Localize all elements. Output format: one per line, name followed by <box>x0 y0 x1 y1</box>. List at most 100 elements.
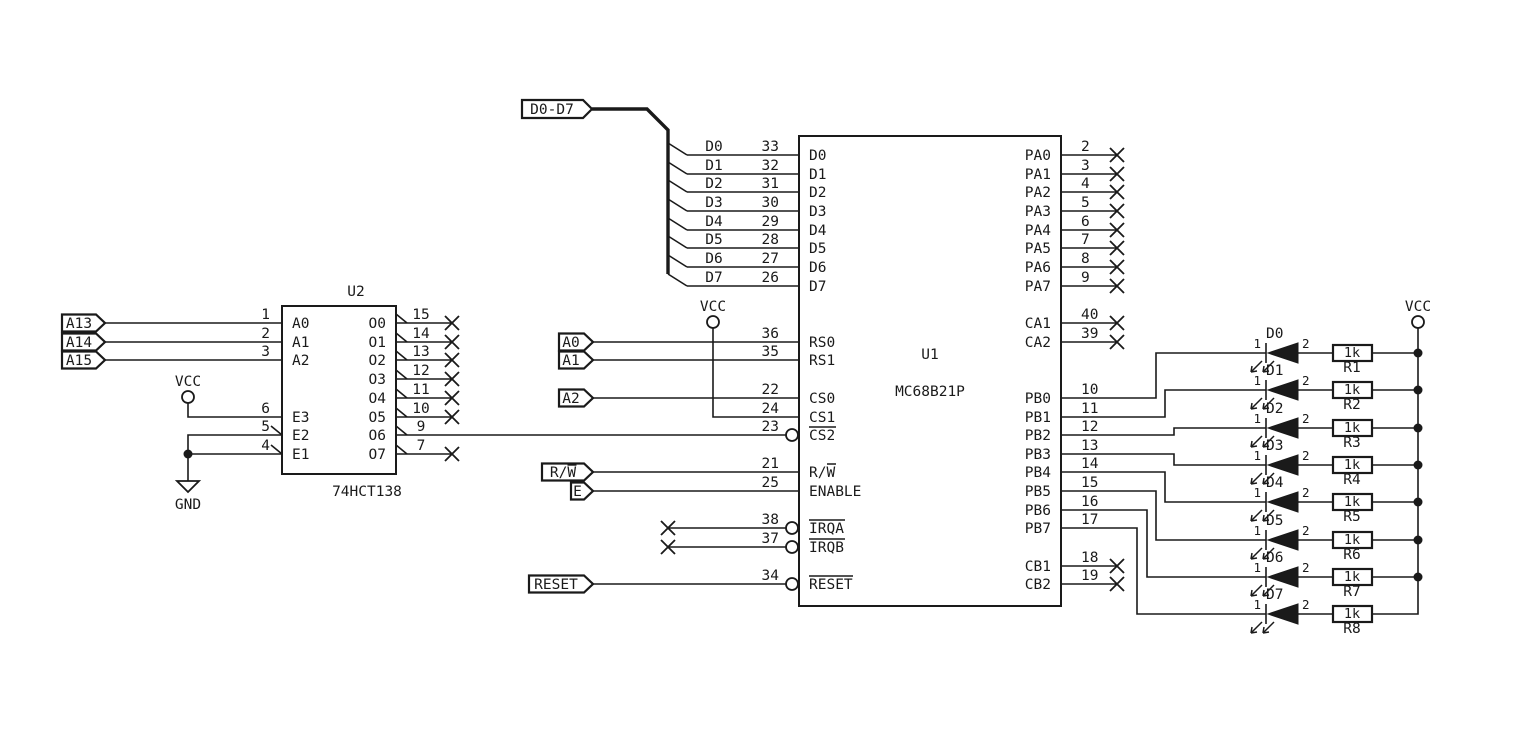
invert-bubble <box>785 521 799 535</box>
led-pin1: 1 <box>1253 597 1261 612</box>
pin-name: O2 <box>369 353 386 369</box>
pin-name: E1 <box>292 447 309 463</box>
led-pin1: 1 <box>1253 523 1261 538</box>
pin-number: 15 <box>1081 475 1098 491</box>
pin-name: PA5 <box>1025 241 1051 257</box>
resistor-value: 1k <box>1344 420 1360 436</box>
pin-name: O1 <box>369 335 386 351</box>
pin-number: 2 <box>1081 139 1090 155</box>
pin-number: 6 <box>1081 214 1090 230</box>
led-triangle <box>1266 491 1299 513</box>
led-pin2: 2 <box>1302 373 1310 388</box>
pin-name: O7 <box>369 447 386 463</box>
junction-dot <box>183 449 193 459</box>
resistor-value: 1k <box>1344 606 1360 622</box>
pin-name: D7 <box>809 279 826 295</box>
led-ref: D7 <box>1266 587 1283 603</box>
u1-body <box>798 135 1062 607</box>
global-label-shape <box>557 350 595 370</box>
pin-number: 17 <box>1081 512 1098 528</box>
pin-number: 8 <box>1081 251 1090 267</box>
pin-number: 24 <box>762 401 780 417</box>
pin-number: 29 <box>762 214 779 230</box>
pin-name: PB7 <box>1025 521 1051 537</box>
pin-number: 18 <box>1081 550 1098 566</box>
vcc-text: VCC <box>700 299 726 315</box>
resistor-body <box>1331 567 1374 587</box>
pin-number: 14 <box>412 326 430 342</box>
resistor-ref: R6 <box>1343 547 1360 563</box>
global-label-a13: A13 <box>66 316 92 332</box>
pin-name: PA0 <box>1025 148 1051 164</box>
pin-number: 7 <box>1081 232 1090 248</box>
pin-name: CA2 <box>1025 335 1051 351</box>
junction-dot <box>1413 348 1423 358</box>
pin-number: 35 <box>762 344 779 360</box>
resistor-body <box>1331 530 1374 550</box>
pin-number: 23 <box>762 419 779 435</box>
junction-dot <box>1413 423 1423 433</box>
net-label: D7 <box>705 270 722 286</box>
led-triangle <box>1266 342 1299 364</box>
pin-number: 22 <box>762 382 779 398</box>
led-ref: D1 <box>1266 363 1283 379</box>
bus-label-shape <box>520 98 594 120</box>
resistor-value: 1k <box>1344 569 1360 585</box>
led-pin1: 1 <box>1253 560 1261 575</box>
resistor-body <box>1331 492 1374 512</box>
led-pin1: 1 <box>1253 411 1261 426</box>
led-pin1: 1 <box>1253 448 1261 463</box>
pin-number: 34 <box>762 568 780 584</box>
pin-name: PB0 <box>1025 391 1051 407</box>
pia-section: U1 MC68B21P D0 D1 D2 D3 D4 D5 D6 D7 RS0 … <box>762 135 1266 615</box>
pin-name: PA6 <box>1025 260 1051 276</box>
net-label: D1 <box>705 158 722 174</box>
pb-wires <box>1061 352 1266 615</box>
pin-number: 31 <box>762 176 779 192</box>
no-connect-x <box>444 315 460 462</box>
pin-name: PA2 <box>1025 185 1051 201</box>
pin-number: 4 <box>1081 176 1090 192</box>
no-connect-x <box>1109 147 1125 592</box>
pin-name: RS1 <box>809 353 835 369</box>
u2-value: 74HCT138 <box>332 484 402 500</box>
pin-overlines <box>809 426 853 577</box>
led-emission-arrows <box>1250 360 1275 634</box>
u2-output-wires <box>396 322 786 455</box>
net-label: D2 <box>705 176 722 192</box>
pin-number: 5 <box>261 419 270 435</box>
pin-name: PB2 <box>1025 428 1051 444</box>
control-wires <box>593 328 799 585</box>
pin-name: CS1 <box>809 410 835 426</box>
global-label-a0: A0 <box>562 335 579 351</box>
resistor-body <box>1331 455 1374 475</box>
pin-name: D4 <box>809 223 827 239</box>
pin-number: 30 <box>762 195 779 211</box>
led-ref: D0 <box>1266 326 1283 342</box>
pin-number: 39 <box>1081 326 1098 342</box>
net-label: D6 <box>705 251 722 267</box>
pin-number: 3 <box>261 344 270 360</box>
pin-number: 38 <box>762 512 779 528</box>
pin-name: IRQA <box>809 521 844 537</box>
data-wires <box>687 154 799 287</box>
resistor-body <box>1331 343 1374 363</box>
pin-number: 13 <box>412 344 429 360</box>
net-label: D5 <box>705 232 722 248</box>
pin-name: E2 <box>292 428 309 444</box>
pin-number: 15 <box>412 307 429 323</box>
u2-ref: U2 <box>347 284 364 300</box>
led-ref: D2 <box>1266 401 1283 417</box>
led-pin1: 1 <box>1253 373 1261 388</box>
led-pin2: 2 <box>1302 411 1310 426</box>
led-triangle <box>1266 379 1299 401</box>
data-bus: D0-D7 D0 D1 D2 D3 D4 D5 D6 D7 <box>520 98 799 287</box>
junction-dot <box>1413 460 1423 470</box>
output-ticks <box>395 313 408 455</box>
pin-name: RS0 <box>809 335 835 351</box>
vcc-text: VCC <box>1405 299 1431 315</box>
pin-name: O4 <box>369 391 387 407</box>
pin-number: 12 <box>412 363 429 379</box>
pin-number: 1 <box>261 307 270 323</box>
led-pin2: 2 <box>1302 597 1310 612</box>
